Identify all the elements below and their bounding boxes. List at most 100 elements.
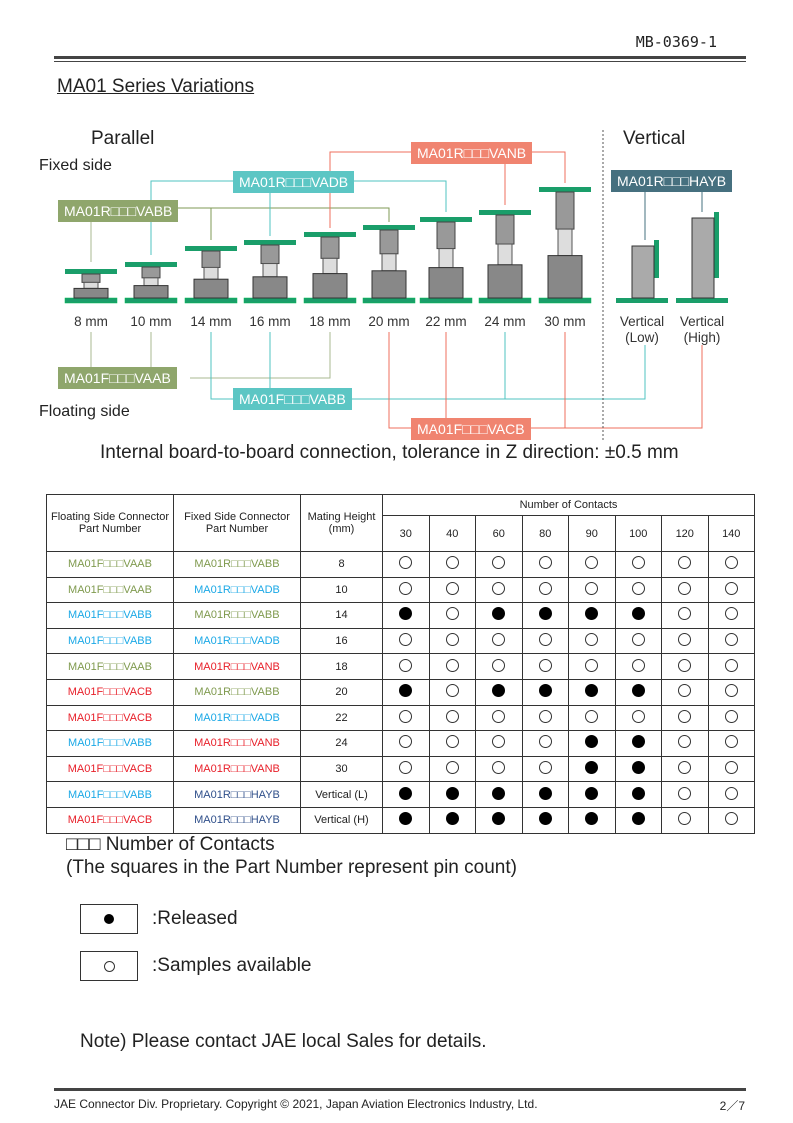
availability-cell [707,602,755,629]
floating-part-number: MA01F□□□VABB [46,602,174,629]
mating-height: 30 [300,755,383,783]
floating-part-number: MA01F□□□VACB [46,755,174,783]
fixed-part-number: MA01R□□□VABB [173,602,301,629]
mating-height: 8 [300,551,383,578]
availability-cell [475,730,523,757]
pcb-top [125,262,177,267]
samples-circle-icon [399,709,413,723]
availability-cell [521,730,569,757]
samples-circle-icon [724,761,738,775]
floating-part-number: MA01F□□□VACB [46,704,174,732]
availability-cell [568,653,616,680]
availability-cell [661,781,709,808]
samples-circle-icon [492,658,506,672]
availability-cell [614,627,662,655]
connector-shaft [143,277,159,287]
footer-rule [54,1088,746,1091]
floating-part-number: MA01F□□□VACB [46,806,174,834]
mating-height: 22 [300,704,383,732]
connector-floating [487,264,523,299]
released-circle-icon [492,607,506,621]
released-circle-icon [399,786,413,800]
samples-circle-icon [585,658,599,672]
samples-circle-icon [724,684,738,698]
samples-circle-icon [492,581,506,595]
released-circle-icon [631,735,645,749]
connector-fixed [81,273,101,283]
connector-shaft [381,253,397,272]
released-circle-icon [538,607,552,621]
legend-released: :Released [152,908,238,929]
samples-circle-icon [399,556,413,570]
pcb-top [65,269,117,274]
samples-circle-icon [585,709,599,723]
availability-cell [382,678,430,706]
released-circle-icon [585,786,599,800]
samples-circle-icon [678,735,692,749]
connector-floating [312,273,348,299]
released-circle-icon [585,684,599,698]
released-circle-icon [399,812,413,826]
samples-circle-icon [538,761,552,775]
samples-circle-icon [724,658,738,672]
samples-circle-icon [492,556,506,570]
samples-circle-icon [399,735,413,749]
availability-cell [614,704,662,732]
availability-cell [521,602,569,629]
samples-circle-icon [492,709,506,723]
availability-cell [614,781,662,808]
height-label: 30 mm [544,314,586,329]
header-fixed: Fixed Side Connector Part Number [173,494,301,552]
samples-circle-icon [678,786,692,800]
pcb-bottom [303,297,357,304]
contact-count-header: 80 [521,515,569,552]
availability-cell [521,704,569,732]
released-circle-icon [538,684,552,698]
availability-cell [521,678,569,706]
samples-circle-icon [538,633,552,647]
samples-circle-icon [538,735,552,749]
pcb-top [420,217,472,222]
samples-circle-icon [631,709,645,723]
released-circle-icon [631,812,645,826]
vertical-low-label: Vertical(Low) [620,314,664,346]
vertical-low-line1: Vertical [619,314,665,329]
availability-cell [568,755,616,783]
samples-circle-icon [445,633,459,647]
fixed-part-number: MA01R□□□VADB [173,627,301,655]
availability-cell [521,806,569,834]
pcb-bottom [419,297,473,304]
availability-cell [614,755,662,783]
pcb-bottom [362,297,416,304]
availability-cell [661,704,709,732]
availability-cell [707,551,755,578]
height-label: 22 mm [425,314,467,329]
released-circle-icon [492,684,506,698]
samples-circle-icon [585,581,599,595]
variations-diagram [64,130,728,442]
availability-cell [614,730,662,757]
filled-circle-icon [104,914,114,924]
availability-cell [707,653,755,680]
connector-fixed [436,221,456,250]
connector-line [210,332,506,400]
samples-circle-icon [678,709,692,723]
contact-count-header: 30 [382,515,430,552]
pcb-top [479,210,531,215]
samples-circle-icon [678,658,692,672]
height-label: 20 mm [368,314,410,329]
availability-cell [475,704,523,732]
availability-cell [382,627,430,655]
released-circle-icon [585,761,599,775]
samples-circle-icon [492,761,506,775]
floating-part-number: MA01F□□□VAAB [46,576,174,604]
samples-circle-icon [724,633,738,647]
samples-circle-icon [538,581,552,595]
availability-cell [382,781,430,808]
fixed-part-number: MA01R□□□VABB [173,551,301,578]
availability-cell [382,704,430,732]
released-circle-icon [538,812,552,826]
pcb-bottom [184,297,238,304]
